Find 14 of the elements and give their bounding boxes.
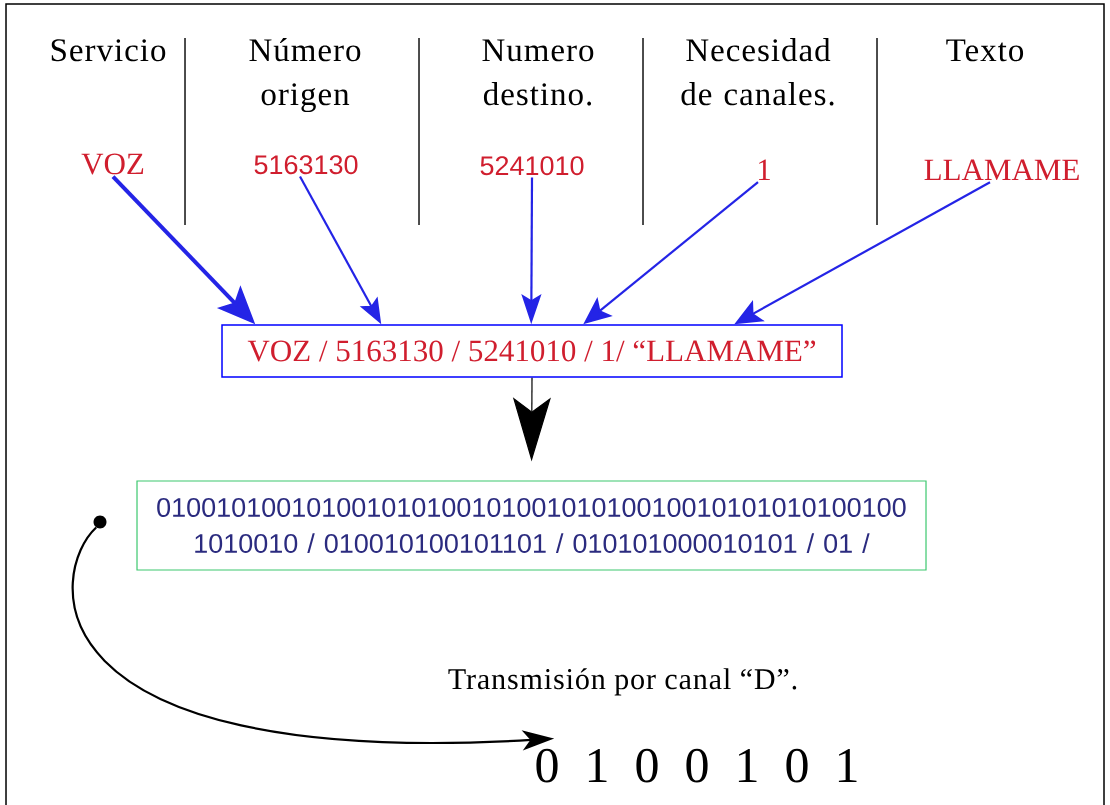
field-value: VOZ [81, 153, 144, 175]
field-value: 1 [759, 159, 770, 180]
bit-sequence: 0 1 0 0 1 0 1 [536, 748, 857, 783]
column-header: Texto [946, 39, 1024, 62]
binary-box: 01001010010100101010010100101010010010101010100100 1010010 / 010010100101101 / 010101000010101 / 01 / [136, 480, 927, 571]
column-header: Número origen [249, 38, 361, 113]
column-header: Necesidad de canales. [681, 38, 834, 106]
field-value: 5163130 [254, 155, 358, 175]
message-box: VOZ / 5163130 / 5241010 / 1/ “LLAMAME” [221, 324, 843, 378]
node-label: Transmisión por canal “D”. [448, 668, 797, 696]
column-header: Servicio [51, 39, 166, 62]
column-header: Numero destino. [482, 39, 594, 106]
field-value: 5241010 [480, 156, 584, 176]
field-value: LLAMAME [924, 159, 1079, 180]
